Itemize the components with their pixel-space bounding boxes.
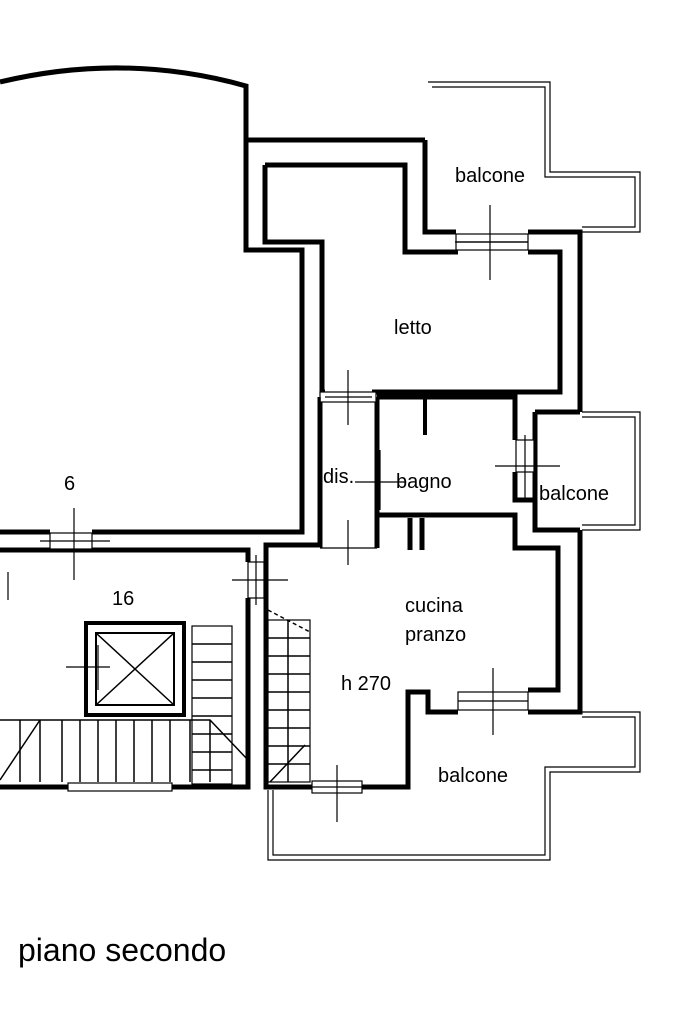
balcony-top-outline xyxy=(428,81,641,233)
label-balcone-top: balcone xyxy=(455,165,525,187)
room-labels: balcone letto dis. bagno balcone cucina … xyxy=(64,165,609,787)
balcony-bottom-outline xyxy=(267,711,641,861)
label-balcone-right: balcone xyxy=(539,483,609,505)
label-balcone-bottom: balcone xyxy=(438,765,508,787)
label-pranzo: pranzo xyxy=(405,624,466,646)
elevator-shaft xyxy=(66,621,186,717)
balcony-right-outline xyxy=(582,411,641,531)
label-bagno: bagno xyxy=(396,471,452,493)
adjacent-unit-outline xyxy=(0,65,425,535)
stairs xyxy=(0,609,311,785)
label-cucina: cucina xyxy=(405,595,464,617)
plan-title: piano secondo xyxy=(18,932,226,968)
label-height: h 270 xyxy=(341,673,391,695)
label-number-6: 6 xyxy=(64,473,75,495)
door-markers xyxy=(7,205,560,822)
label-dis: dis. xyxy=(323,466,354,488)
label-letto: letto xyxy=(394,317,432,339)
stairwell-walls xyxy=(0,547,458,790)
label-number-16: 16 xyxy=(112,588,134,610)
